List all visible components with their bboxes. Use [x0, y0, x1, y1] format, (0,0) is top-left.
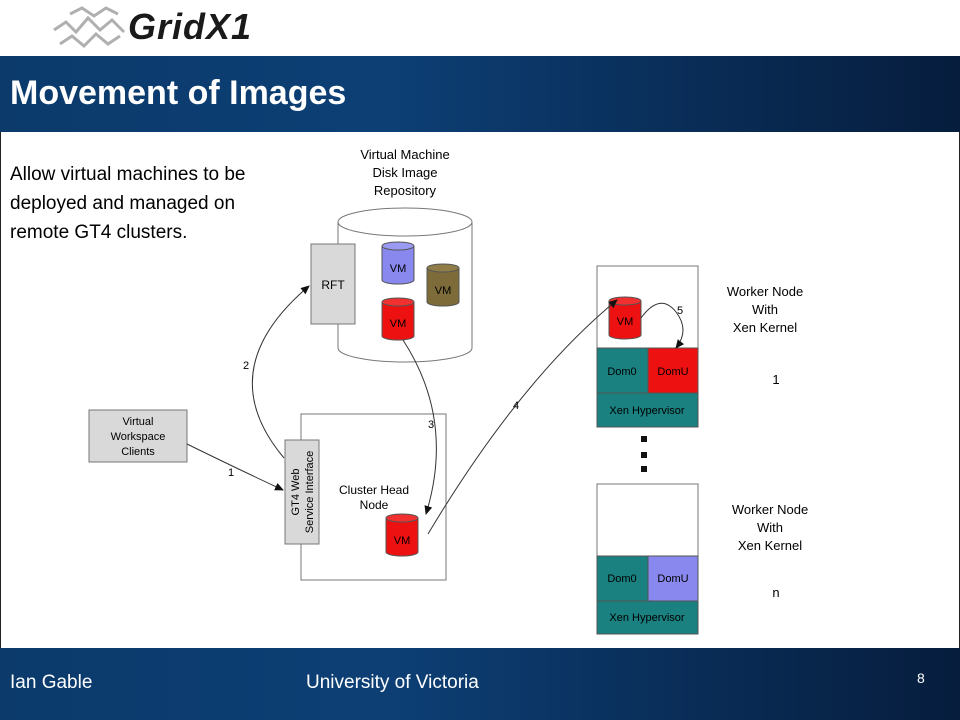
arrow-step-2	[251, 285, 310, 459]
step-1-label: 1	[228, 467, 234, 479]
page-number: 8	[917, 670, 925, 686]
workern-box	[596, 483, 699, 557]
workern-domu-label: DomU	[657, 573, 688, 585]
workern-label-1: Worker Node	[732, 502, 808, 517]
worker1-label-3: Xen Kernel	[733, 320, 797, 335]
worker1-hypervisor-label: Xen Hypervisor	[609, 405, 685, 417]
workern-label-3: Xen Kernel	[738, 538, 802, 553]
vm-blue-icon: VM	[381, 241, 415, 285]
workern-hypervisor	[596, 600, 699, 635]
footer-institution: University of Victoria	[306, 672, 479, 693]
arrow-step-4	[427, 299, 618, 535]
step-4-label: 4	[513, 400, 519, 412]
vm-red-repo-label: VM	[390, 318, 407, 330]
rft-label: RFT	[321, 278, 345, 292]
footer-author: Ian Gable	[10, 672, 93, 693]
head-node-box	[300, 413, 447, 581]
step-2-label: 2	[243, 360, 249, 372]
head-node-label-2: Node	[360, 498, 389, 512]
workern-index: n	[772, 585, 779, 600]
gt4-box	[284, 439, 320, 545]
repo-label-3: Repository	[374, 183, 437, 198]
worker1-index: 1	[772, 372, 779, 387]
workern-dom0-label: Dom0	[607, 573, 636, 585]
logo-text: GridX1	[128, 6, 253, 47]
gridx1-logo-icon	[53, 6, 126, 49]
vm-blue-label: VM	[390, 263, 407, 275]
vertical-ellipsis-icon	[641, 436, 647, 472]
clients-label-2: Workspace	[111, 431, 166, 443]
worker1-dom0	[596, 347, 649, 394]
worker1-hypervisor	[596, 392, 699, 428]
rft-box	[310, 243, 356, 325]
arrow-step-1	[186, 443, 284, 491]
step-5-label: 5	[677, 305, 683, 317]
title-bar: Movement of Images	[0, 56, 960, 132]
vm-worker1-label: VM	[617, 316, 634, 328]
repo-label-2: Disk Image	[372, 165, 437, 180]
clients-label-1: Virtual	[123, 416, 154, 428]
gt4-label-2: Service Interface	[304, 451, 316, 534]
step-3-label: 3	[428, 419, 434, 431]
arrow-step-5	[640, 302, 685, 349]
worker1-label-1: Worker Node	[727, 284, 803, 299]
vm-olive-label: VM	[435, 285, 452, 297]
worker1-dom0-label: Dom0	[607, 366, 636, 378]
vm-olive-icon: VM	[426, 263, 460, 307]
worker1-domu-label: DomU	[657, 366, 688, 378]
worker1-label-2: With	[752, 302, 778, 317]
repo-label-1: Virtual Machine	[360, 147, 449, 162]
workern-label-2: With	[757, 520, 783, 535]
footer: Ian Gable University of Victoria 8	[0, 648, 960, 720]
slide-title: Movement of Images	[10, 74, 347, 112]
clients-label-3: Clients	[121, 446, 155, 458]
vm-head-node-label: VM	[394, 535, 411, 547]
repository-cylinder	[337, 207, 473, 363]
vm-red-repo-icon: VM	[381, 297, 415, 341]
logo-area: GridX1	[0, 0, 960, 56]
bullet-text: Allow virtual machines to be deployed an…	[10, 164, 246, 243]
workern-hypervisor-label: Xen Hypervisor	[609, 612, 685, 624]
arrow-step-3	[402, 339, 437, 515]
head-node-label-1: Cluster Head	[339, 483, 409, 497]
vm-head-node-icon: VM	[385, 513, 419, 557]
clients-box	[88, 409, 188, 463]
gt4-label-1: GT4 Web	[290, 469, 302, 516]
